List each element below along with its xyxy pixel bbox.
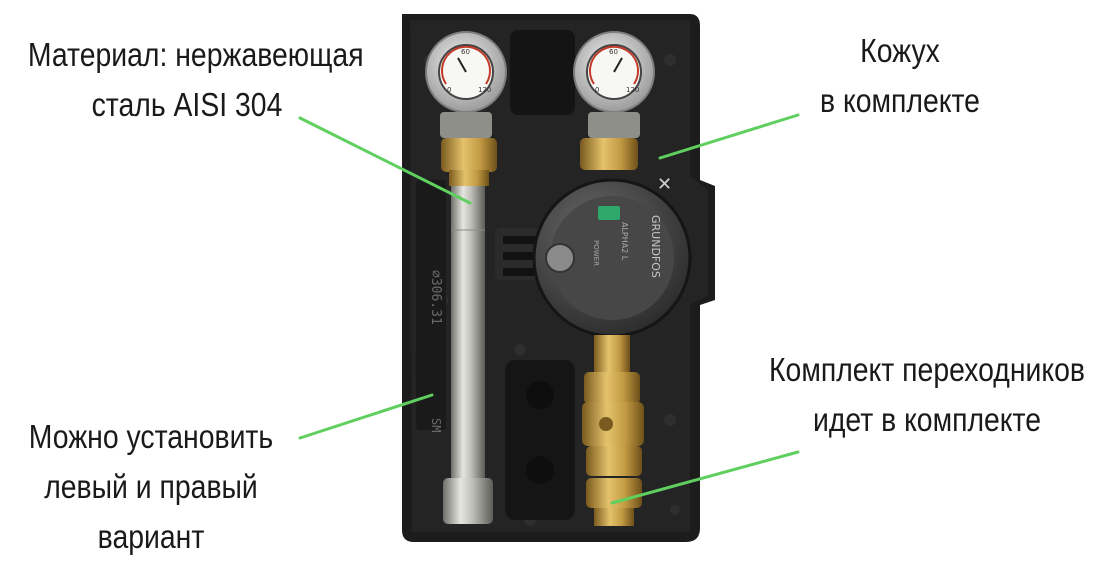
callout-adapters-line-1: Комплект переходников xyxy=(769,351,1085,388)
grundfos-logo-icon: ✕ xyxy=(657,174,672,195)
callout-material: Материал: нержавеющая сталь AISI 304 xyxy=(27,30,364,130)
gauge-right-scale-min: 0 xyxy=(595,86,599,94)
callout-line-casing xyxy=(658,113,800,160)
gauge-right-scale-mid: 60 xyxy=(609,48,618,56)
callout-lines xyxy=(298,113,800,505)
gauge-left-scale-max: 120 xyxy=(478,86,491,94)
callout-mounting-line-3: вариант xyxy=(97,518,205,555)
callout-mounting: Можно установить левый и правый вариант xyxy=(9,412,293,562)
pump-model: ALPHA2 L xyxy=(620,222,629,261)
callout-adapters-line-2: идет в комплекте xyxy=(812,401,1042,438)
foam-marking-secondary: SM xyxy=(429,418,443,432)
callout-material-line-1: Материал: нержавеющая xyxy=(27,36,364,73)
thermometer-right: 0 60 120 xyxy=(573,31,655,138)
thermometer-left: 0 60 120 xyxy=(425,31,507,138)
callout-mounting-line-1: Можно установить xyxy=(28,418,274,455)
callout-material-line-2: сталь AISI 304 xyxy=(91,86,283,123)
gauge-right-scale-max: 120 xyxy=(626,86,639,94)
gauge-left-scale-min: 0 xyxy=(447,86,451,94)
ball-valve-assembly xyxy=(582,335,644,526)
callout-line-adapters xyxy=(610,450,800,505)
callout-adapters: Комплект переходников идет в комплекте xyxy=(768,345,1086,445)
callout-mounting-line-2: левый и правый xyxy=(44,468,258,505)
callout-casing-line-2: в комплекте xyxy=(820,82,980,119)
pump-brand: GRUNDFOS xyxy=(649,215,662,278)
callout-line-material xyxy=(298,116,472,205)
pump-power-label: POWER xyxy=(592,240,600,266)
foam-marking: ⌀306.31 xyxy=(428,270,443,325)
callout-line-mounting xyxy=(298,393,434,440)
callout-casing: Кожух в комплекте xyxy=(814,26,986,126)
right-supply-fitting xyxy=(580,138,638,170)
circulation-pump: GRUNDFOS ALPHA2 L POWER ✕ xyxy=(495,174,692,338)
gauge-left-scale-mid: 60 xyxy=(461,48,470,56)
left-return-pipe xyxy=(441,138,497,524)
callout-casing-line-1: Кожух xyxy=(860,32,940,69)
